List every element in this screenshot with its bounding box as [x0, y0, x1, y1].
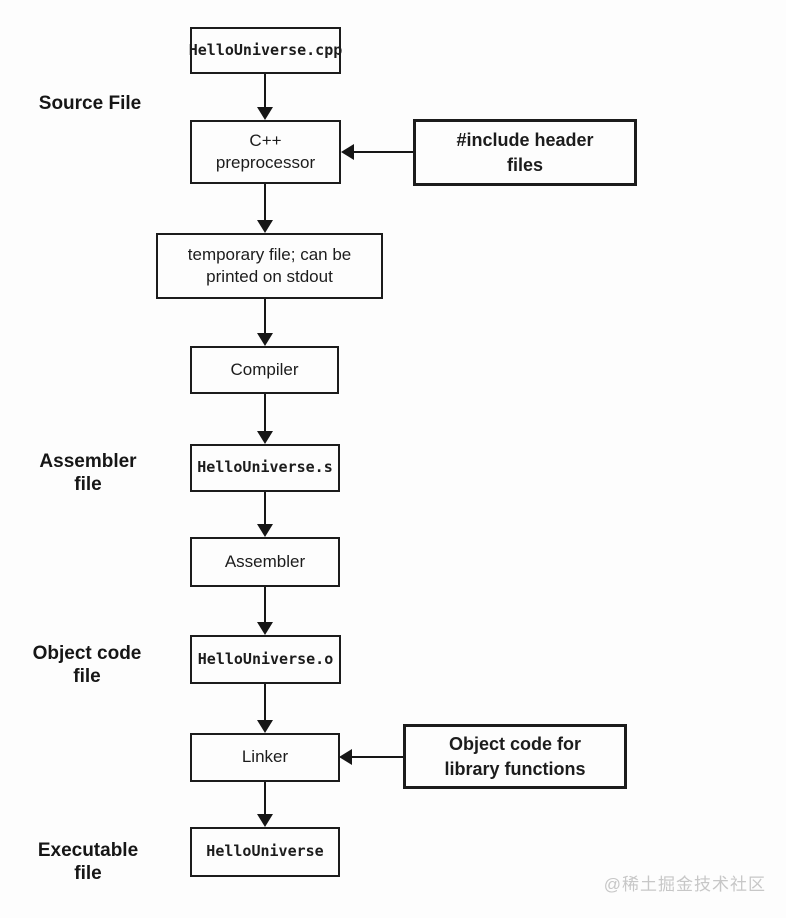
arrow-preprocessor-to-tempfile	[257, 184, 273, 233]
stage-label-object-code-file: Object code file	[32, 643, 142, 688]
node-linker: Linker	[190, 733, 340, 782]
arrow-linker-to-executable	[257, 782, 273, 827]
arrow-assemblerfile-to-assembler	[257, 492, 273, 537]
arrow-include-to-preprocessor	[341, 144, 413, 160]
node-object-o: HelloUniverse.o	[190, 635, 341, 684]
node-temp-file: temporary file; can be printed on stdout	[156, 233, 383, 299]
stage-label-assembler-file: Assembler file	[39, 451, 137, 496]
node-compiler: Compiler	[190, 346, 339, 394]
stage-label-executable-file: Executable file	[37, 840, 139, 885]
node-assembler: Assembler	[190, 537, 340, 587]
arrow-tempfile-to-compiler	[257, 299, 273, 346]
node-preprocessor: C++ preprocessor	[190, 120, 341, 184]
arrow-objectcode-to-linker	[339, 749, 403, 765]
node-source-cpp: HelloUniverse.cpp	[189, 27, 342, 74]
arrow-objectfile-to-linker	[257, 684, 273, 733]
arrow-compiler-to-assemblerfile	[257, 394, 273, 444]
arrow-assembler-to-objectfile	[257, 587, 273, 635]
side-node-object-code-lib: Object code for library functions	[403, 724, 627, 789]
side-node-include-headers: #include header files	[413, 119, 637, 186]
stage-label-source-file: Source File	[38, 93, 142, 114]
node-assembler-s: HelloUniverse.s	[190, 444, 340, 492]
watermark: @稀土掘金技术社区	[603, 875, 766, 894]
node-executable: HelloUniverse	[190, 827, 340, 877]
arrow-source-to-preprocessor	[257, 74, 273, 120]
